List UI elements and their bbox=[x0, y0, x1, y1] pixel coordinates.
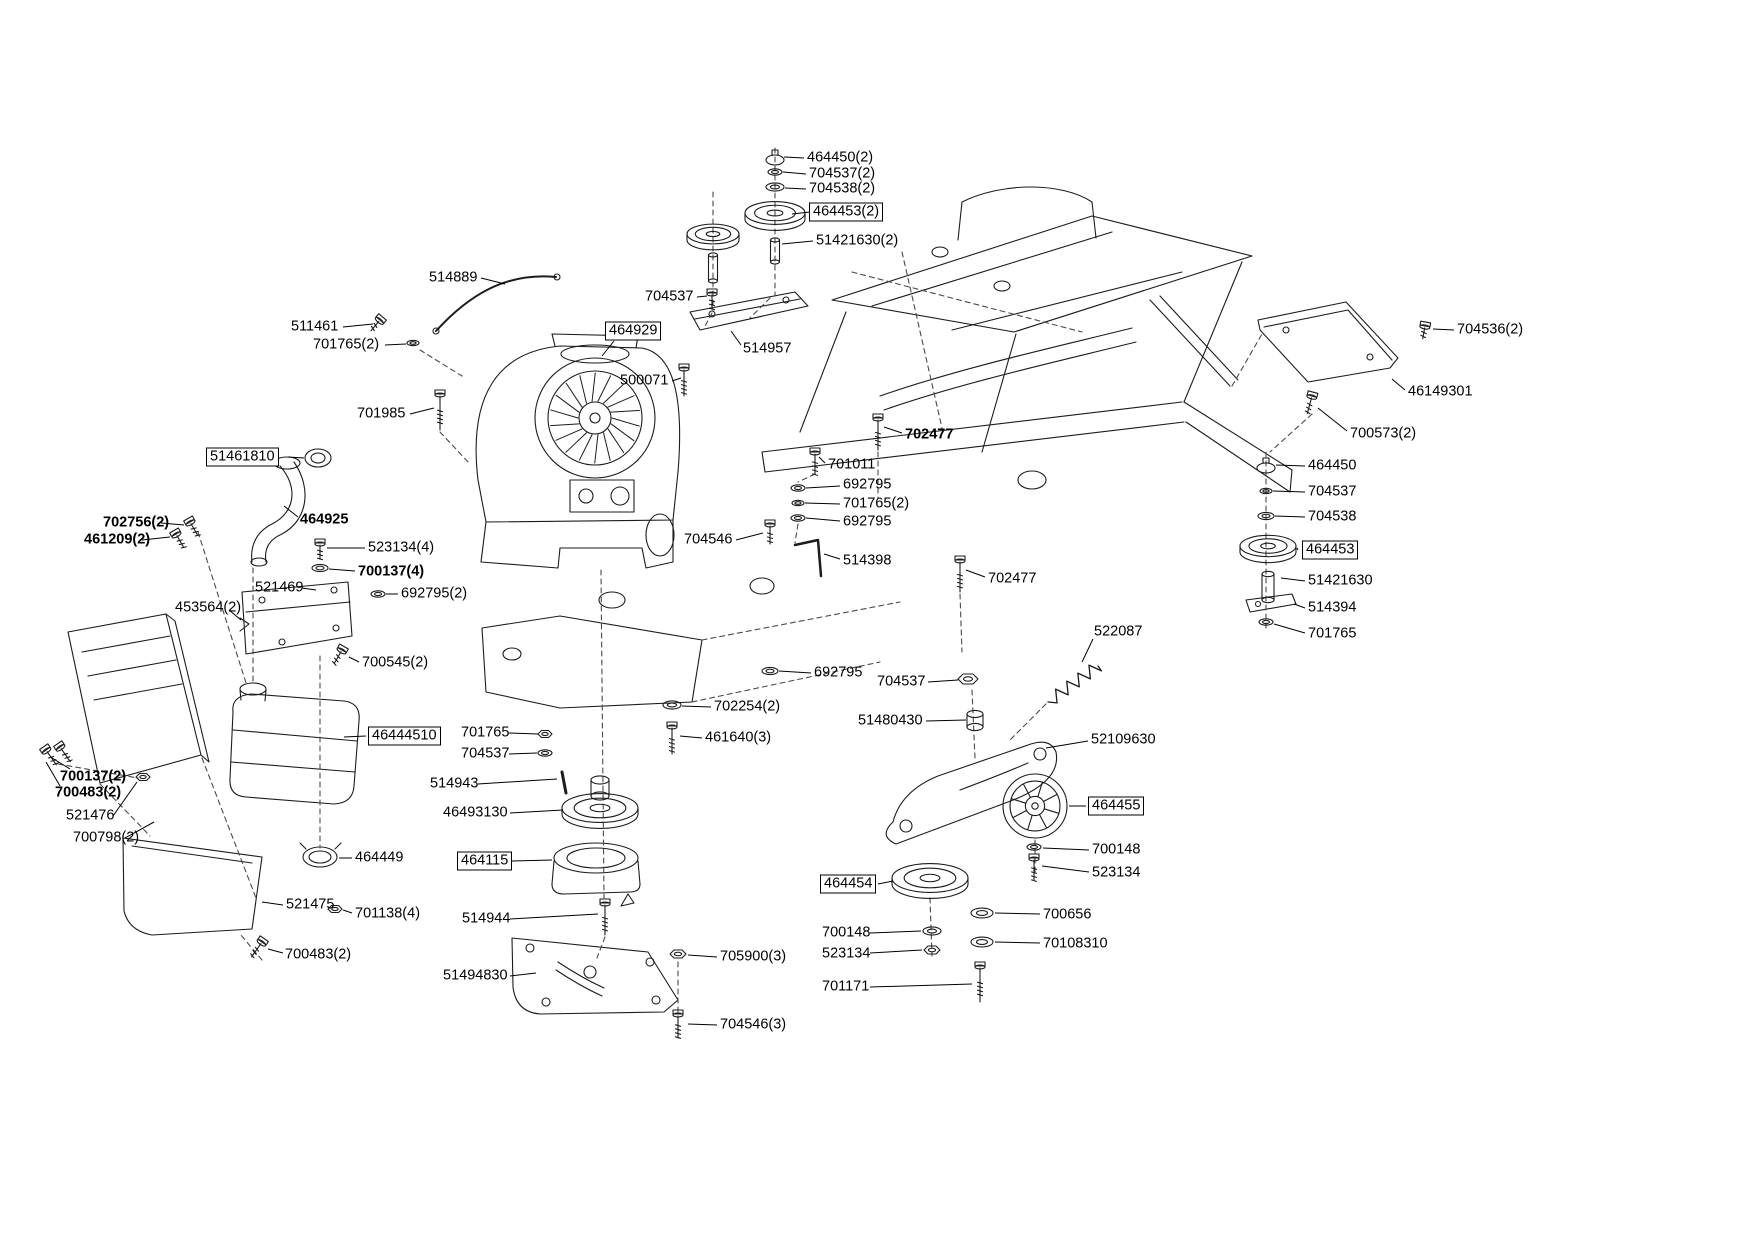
part-label: 521475 bbox=[286, 896, 335, 913]
part-label: 701011 bbox=[828, 456, 876, 473]
part-label: 701765 bbox=[1308, 625, 1357, 642]
engine-fan-icon bbox=[550, 372, 640, 464]
part-label: 464453(2) bbox=[809, 202, 884, 222]
part-label: 701985 bbox=[357, 405, 406, 422]
part-label: 522087 bbox=[1094, 623, 1143, 640]
part-label: 46493130 bbox=[443, 804, 508, 821]
part-label: 464455 bbox=[1088, 796, 1145, 816]
part-label: 453564(2) bbox=[175, 599, 242, 616]
part-label: 704538(2) bbox=[809, 180, 876, 197]
part-label: 704538 bbox=[1308, 508, 1357, 525]
part-label: 464450 bbox=[1308, 457, 1357, 474]
part-label: 701765 bbox=[461, 724, 510, 741]
part-label: 692795 bbox=[814, 664, 863, 681]
part-label: 521476 bbox=[66, 807, 115, 824]
part-label: 702756(2) bbox=[103, 514, 170, 531]
part-label: 461640(3) bbox=[705, 729, 772, 746]
part-label: 464453 bbox=[1302, 540, 1359, 560]
part-label: 514943 bbox=[430, 775, 479, 792]
part-label: 700483(2) bbox=[55, 784, 122, 801]
part-label: 51480430 bbox=[858, 712, 923, 729]
part-label: 704537(2) bbox=[809, 165, 876, 182]
part-label: 521469 bbox=[255, 579, 304, 596]
part-label: 464929 bbox=[605, 321, 662, 341]
part-label: 701171 bbox=[822, 978, 870, 995]
part-label: 704536(2) bbox=[1457, 321, 1524, 338]
part-label: 514889 bbox=[429, 269, 478, 286]
part-label: 692795(2) bbox=[401, 585, 468, 602]
part-label: 46444510 bbox=[368, 726, 441, 746]
part-label: 464115 bbox=[457, 851, 513, 871]
part-label: 700573(2) bbox=[1350, 425, 1417, 442]
part-label: 704537 bbox=[645, 288, 694, 305]
machine-line-art bbox=[57, 147, 1399, 1015]
part-label: 51494830 bbox=[443, 967, 508, 984]
part-label: 702254(2) bbox=[714, 698, 781, 715]
part-label: 51461810 bbox=[206, 447, 279, 467]
part-label: 464454 bbox=[820, 874, 877, 894]
part-label: 464925 bbox=[300, 511, 349, 528]
part-label: 514394 bbox=[1308, 599, 1357, 616]
part-label: 700798(2) bbox=[73, 829, 140, 846]
part-label: 700545(2) bbox=[362, 654, 429, 671]
part-label: 705900(3) bbox=[720, 948, 787, 965]
part-label: 700148 bbox=[1092, 841, 1141, 858]
part-label: 692795 bbox=[843, 476, 892, 493]
part-label: 700483(2) bbox=[285, 946, 352, 963]
part-label: 70108310 bbox=[1043, 935, 1108, 952]
part-label: 464449 bbox=[355, 849, 404, 866]
part-label: 704537 bbox=[877, 673, 926, 690]
part-label: 700656 bbox=[1043, 906, 1092, 923]
part-label: 461209(2) bbox=[84, 531, 151, 548]
part-label: 701138(4) bbox=[355, 905, 421, 922]
part-label: 514398 bbox=[843, 552, 892, 569]
part-label: 692795 bbox=[843, 513, 892, 530]
part-label: 51421630 bbox=[1308, 572, 1373, 589]
part-label: 704546(3) bbox=[720, 1016, 787, 1033]
part-label: 704546 bbox=[684, 531, 733, 548]
part-label: 700148 bbox=[822, 924, 871, 941]
part-label: 702477 bbox=[988, 570, 1037, 587]
part-label: 514944 bbox=[462, 910, 511, 927]
part-label: 52109630 bbox=[1091, 731, 1156, 748]
part-label: 523134 bbox=[822, 945, 871, 962]
part-label: 704537 bbox=[461, 745, 510, 762]
leader-lines bbox=[45, 156, 1455, 1026]
part-label: 500071 bbox=[620, 372, 669, 389]
part-label: 511461 bbox=[291, 318, 339, 335]
part-label: 51421630(2) bbox=[816, 232, 899, 249]
part-label: 700137(2) bbox=[60, 768, 127, 785]
part-label: 46149301 bbox=[1408, 383, 1473, 400]
part-label: 464450(2) bbox=[807, 149, 874, 166]
part-label: 701765(2) bbox=[313, 336, 380, 353]
part-label: 701765(2) bbox=[843, 495, 910, 512]
part-label: 700137(4) bbox=[358, 563, 425, 580]
part-label: 523134 bbox=[1092, 864, 1141, 881]
part-label: 704537 bbox=[1308, 483, 1357, 500]
part-label: 523134(4) bbox=[368, 539, 435, 556]
part-label: 702477 bbox=[905, 426, 954, 443]
part-label: 514957 bbox=[743, 340, 792, 357]
